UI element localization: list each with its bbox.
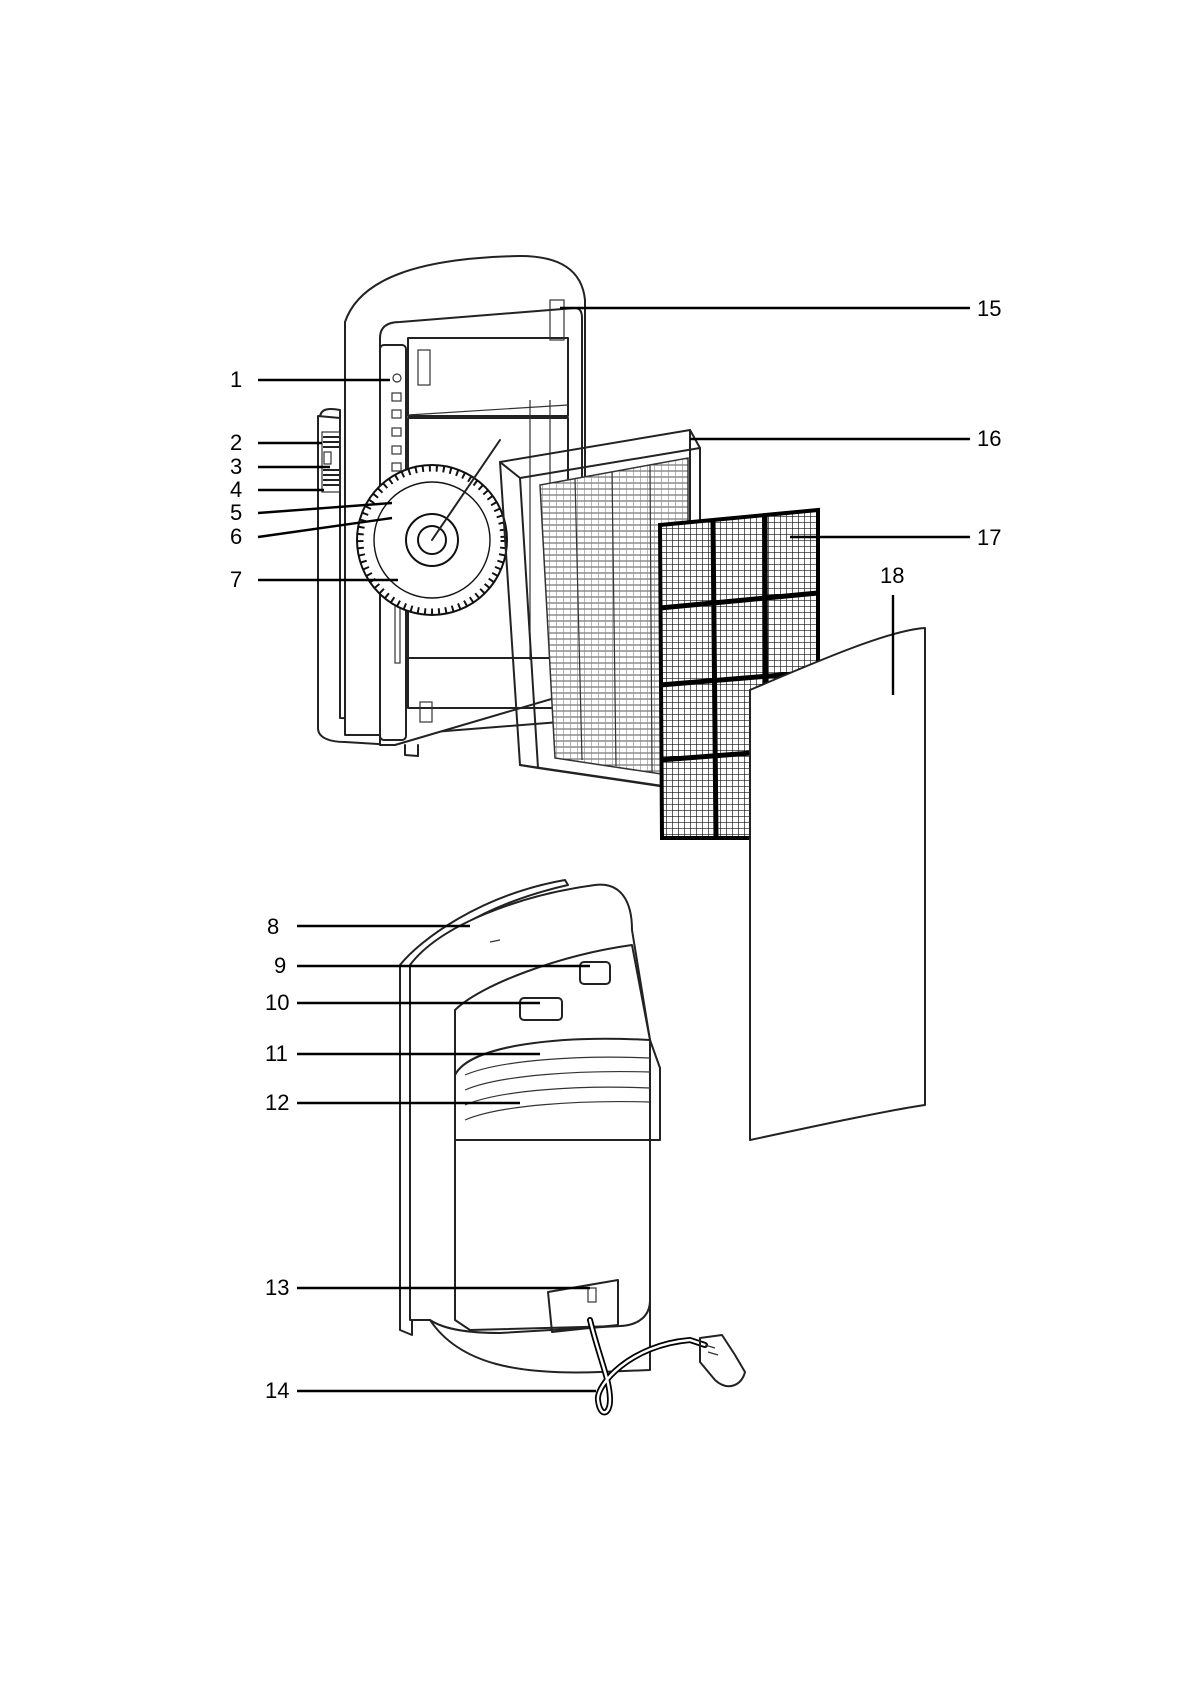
- callout-label: 4: [230, 477, 242, 502]
- callout-label: 7: [230, 567, 242, 592]
- callout-label: 17: [977, 525, 1001, 550]
- callout-label: 10: [265, 990, 289, 1015]
- callout-14: 14: [265, 1378, 596, 1403]
- callout-label: 9: [274, 953, 286, 978]
- callout-label: 5: [230, 500, 242, 525]
- callout-15: 15: [560, 296, 1001, 321]
- callout-label: 1: [230, 367, 242, 392]
- callout-label: 16: [977, 426, 1001, 451]
- callout-label: 15: [977, 296, 1001, 321]
- callout-label: 3: [230, 454, 242, 479]
- callout-label: 18: [880, 563, 904, 588]
- callout-label: 2: [230, 430, 242, 455]
- callout-4: 4: [230, 477, 324, 502]
- power-cord: [590, 1320, 745, 1412]
- callout-label: 6: [230, 524, 242, 549]
- callout-3: 3: [230, 454, 330, 479]
- callout-2: 2: [230, 430, 322, 455]
- callout-label: 12: [265, 1090, 289, 1115]
- callout-17: 17: [790, 525, 1001, 550]
- callout-label: 8: [267, 914, 279, 939]
- callout-label: 14: [265, 1378, 289, 1403]
- callout-label: 11: [265, 1041, 288, 1066]
- callout-16: 16: [690, 426, 1001, 451]
- callout-label: 13: [265, 1275, 289, 1300]
- front-panel: [750, 628, 925, 1140]
- purifier-rear: [400, 880, 660, 1372]
